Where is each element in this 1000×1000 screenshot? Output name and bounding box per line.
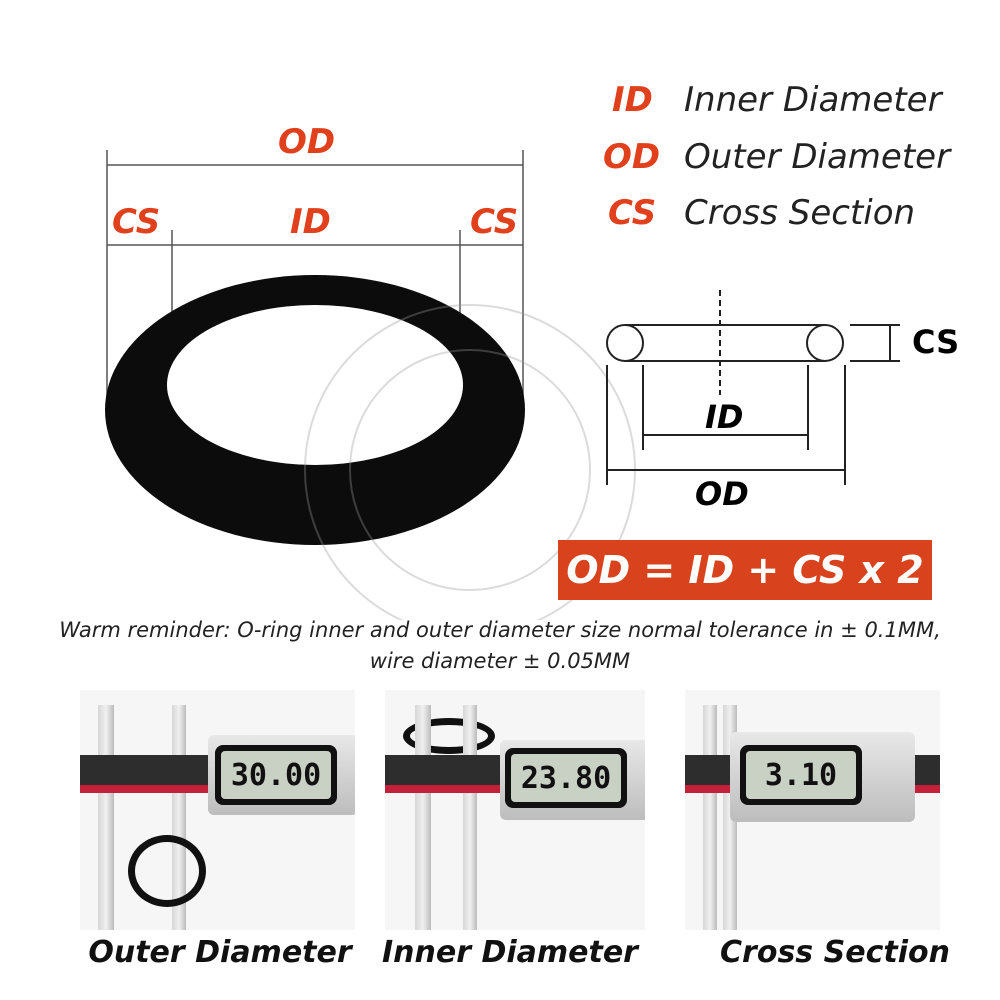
od-label: OD [278,122,336,162]
formula-banner: OD = ID + CS x 2 [558,540,932,600]
caption-inner-diameter: Inner Diameter [382,935,638,970]
caption-cross-section: Cross Section [720,935,950,970]
id-section-label: ID [705,398,744,436]
caliper-photo-outer: 30.00 [80,690,355,930]
legend-text: Outer Diameter [684,137,951,177]
cs-left-label: CS [112,202,161,242]
o-ring-photo [403,718,495,754]
o-ring-photo [128,835,206,907]
ring-diagram [105,150,900,620]
caliper-reading: 23.80 [511,754,621,802]
cs-right-label: CS [470,202,519,242]
caliper-reading: 30.00 [221,751,331,799]
tolerance-note-line1: Warm reminder: O-ring inner and outer di… [59,618,941,642]
legend-text: Inner Diameter [684,80,942,120]
id-label: ID [290,202,331,242]
cross-section-diagram [606,290,900,485]
legend-abbr: CS [608,193,657,233]
caliper-reading: 3.10 [746,751,856,799]
tolerance-note-line2: wire diameter ± 0.05MM [369,649,631,673]
caliper-photo-inner: 23.80 [385,690,645,930]
legend-abbr: ID [612,80,653,120]
o-ring-hole [167,305,463,465]
legend-abbr: OD [603,137,661,177]
caliper-photo-cross-section: 3.10 [685,690,940,930]
cs-section-label: CS [912,323,960,361]
caption-outer-diameter: Outer Diameter [88,935,352,970]
od-section-label: OD [695,475,749,513]
legend-text: Cross Section [684,193,916,233]
